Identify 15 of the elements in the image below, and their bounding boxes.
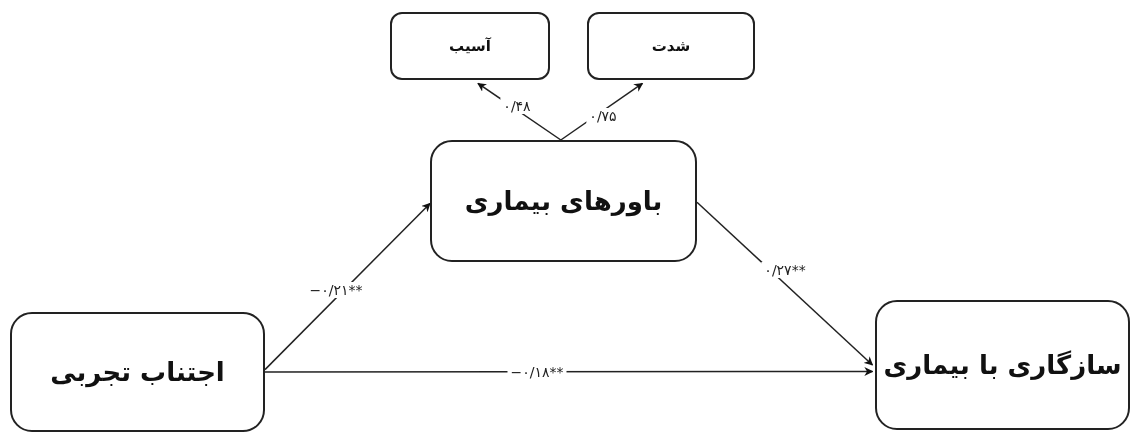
rounded-box [430, 140, 697, 262]
rounded-box [875, 300, 1130, 430]
rounded-box [10, 312, 265, 432]
node-label: آسیب [449, 37, 491, 55]
arrow [264, 367, 874, 376]
rounded-box [587, 12, 755, 80]
node-label: سازگاری با بیماری [883, 350, 1122, 380]
node-label: شدت [651, 37, 691, 55]
edge-label: −۰/۱۸** [507, 364, 567, 380]
node-label: باورهای بیماری [464, 186, 663, 216]
arrow [696, 201, 874, 366]
arrow [264, 202, 431, 371]
edge-label: ۰/۲۷** [761, 262, 809, 278]
rounded-box [390, 12, 550, 80]
node-label: اجتناب تجربی [50, 357, 225, 387]
